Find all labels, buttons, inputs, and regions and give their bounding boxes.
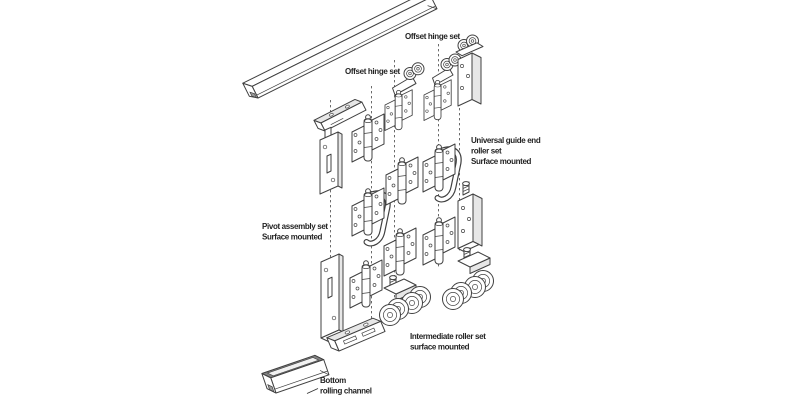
label-offset-hinge-set-1: Offset hinge set — [345, 67, 401, 76]
hinge — [422, 216, 456, 266]
label-intermediate-line1: Intermediate roller set — [410, 332, 486, 341]
label-universal-guide-line2: roller set — [471, 147, 502, 156]
label-bottom-line1: Bottom — [320, 376, 346, 385]
spring-hinge-with-handle — [422, 143, 462, 203]
hinge — [383, 227, 417, 277]
label-pivot-assembly: Pivot assembly set Surface mounted — [262, 222, 329, 242]
guide-bottom-plate — [457, 181, 483, 252]
label-universal-guide: Universal guide end roller set Surface m… — [471, 136, 541, 166]
pivot-assembly-top — [313, 98, 367, 195]
offset-hinge-top-assembly — [384, 62, 425, 131]
label-universal-guide-line3: Surface mounted — [471, 157, 532, 166]
label-bottom-line2: rolling channel — [320, 387, 372, 396]
bottom-channel-leader-line — [306, 388, 319, 394]
label-bottom-channel: Bottom rolling channel — [320, 376, 372, 396]
offset-hinge-mid-assembly — [423, 53, 462, 121]
pivot-assembly-bottom — [320, 253, 386, 352]
label-universal-guide-line1: Universal guide end — [471, 136, 541, 145]
hinge-stack-left — [349, 113, 391, 309]
spring-hinge-with-handle — [351, 187, 391, 247]
label-pivot-line1: Pivot assembly set — [262, 222, 328, 231]
hinge — [385, 156, 419, 206]
intermediate-roller-left — [379, 275, 431, 326]
intermediate-roller-right — [442, 247, 494, 310]
label-intermediate-line2: surface mounted — [410, 343, 470, 352]
label-intermediate-roller: Intermediate roller set surface mounted — [410, 332, 487, 352]
label-pivot-line2: Surface mounted — [262, 233, 323, 242]
universal-guide-end-roller — [455, 34, 484, 107]
top-track-channel — [242, 0, 438, 99]
label-offset-hinge-set-2: Offset hinge set — [405, 32, 461, 41]
bottom-rolling-channel — [261, 354, 330, 394]
